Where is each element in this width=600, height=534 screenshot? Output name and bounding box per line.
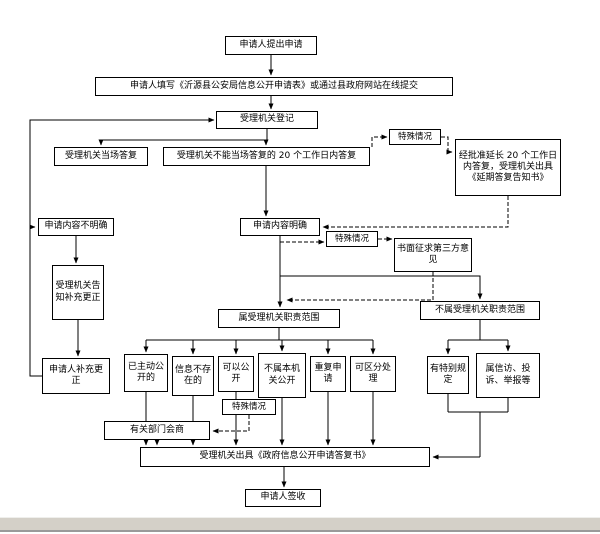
node-within-scope: 属受理机关职责范围 xyxy=(218,309,340,328)
node-applicant-supplement: 申请人补充更正 xyxy=(42,358,110,394)
node-outside-scope: 不属受理机关职责范围 xyxy=(420,301,540,320)
node-content-unclear: 申请内容不明确 xyxy=(38,218,114,236)
node-issue-reply-document: 受理机关出具《政府信息公开申请答复书》 xyxy=(140,447,430,467)
node-onsite-reply: 受理机关当场答复 xyxy=(54,147,148,166)
node-repeat-application: 重复申请 xyxy=(310,356,346,392)
node-petition-complaint: 属信访、投诉、举报等 xyxy=(476,353,540,398)
node-applicant-submit: 申请人提出申请 xyxy=(225,36,317,55)
node-third-party-opinion: 书面征求第三方意见 xyxy=(394,238,472,272)
node-notify-supplement: 受理机关告知补充更正 xyxy=(52,265,104,320)
solid-arrows xyxy=(29,55,511,488)
node-register: 受理机关登记 xyxy=(216,111,318,129)
node-separable-handling: 可区分处理 xyxy=(350,356,396,392)
node-content-clear: 申请内容明确 xyxy=(240,218,320,236)
node-special-case-1: 特殊情况 xyxy=(389,129,441,145)
node-special-provision: 有特别规定 xyxy=(427,356,469,394)
node-special-case-2: 特殊情况 xyxy=(326,231,378,247)
node-reply-within-20-days: 受理机关不能当场答复的 20 个工作日内答复 xyxy=(163,147,370,166)
connector-segments xyxy=(101,129,509,457)
node-not-this-authority: 不属本机关公开 xyxy=(258,353,306,398)
window-bottom-bar xyxy=(0,517,600,531)
node-special-case-3: 特殊情况 xyxy=(222,399,276,415)
dashed-arrows xyxy=(154,134,509,446)
node-info-not-exist: 信息不存在的 xyxy=(172,356,214,396)
node-extension-notice: 经批准延长 20 个工作日内答复，受理机关出具《延期答复告知书》 xyxy=(455,139,561,196)
node-can-disclose: 可以公开 xyxy=(218,356,254,392)
node-fill-application-form: 申请人填写《沂源县公安局信息公开申请表》或通过县政府网站在线提交 xyxy=(95,77,453,96)
node-already-public: 已主动公开的 xyxy=(124,354,168,392)
node-department-consult: 有关部门会商 xyxy=(104,421,210,440)
node-applicant-sign: 申请人签收 xyxy=(245,489,321,507)
window-bottom-edge xyxy=(0,530,600,532)
